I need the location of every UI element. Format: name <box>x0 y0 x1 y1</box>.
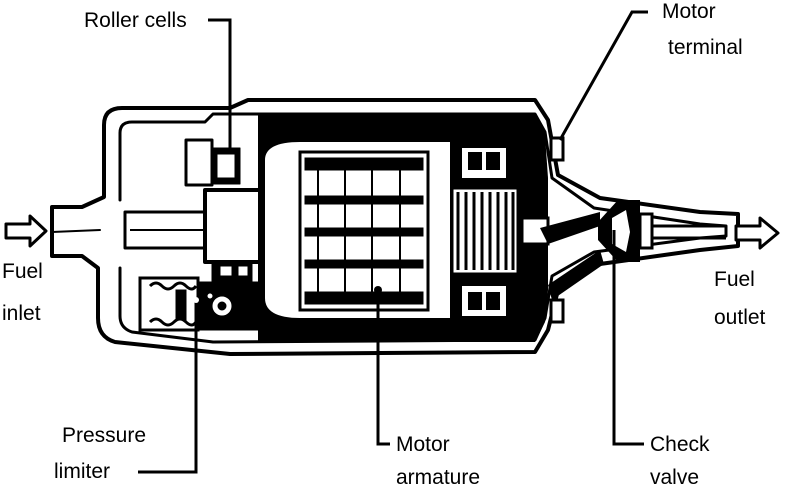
label-motor-terminal-1: Motor <box>662 0 716 23</box>
label-motor-armature-1: Motor <box>396 433 450 456</box>
label-fuel-inlet-1: Fuel <box>2 260 43 283</box>
leader-check-valve <box>612 230 644 446</box>
outlet-channel <box>540 212 604 300</box>
leader-pressure-limiter <box>138 300 198 474</box>
label-pressure-limiter-1: Pressure <box>62 424 146 447</box>
brush-top <box>462 148 506 178</box>
leader-motor-terminal <box>558 10 648 141</box>
check-valve <box>598 200 726 262</box>
motor-terminal <box>549 136 565 162</box>
brush-bottom <box>462 286 506 316</box>
label-roller-cells: Roller cells <box>84 9 187 32</box>
leader-motor-armature <box>376 290 390 446</box>
fuel-outlet-arrow <box>734 216 780 250</box>
housing-stud <box>549 298 565 324</box>
pressure-limiter <box>138 276 259 332</box>
label-check-valve-2: valve <box>650 466 699 488</box>
labels: Roller cells Motor terminal Fuel inlet F… <box>2 0 766 488</box>
label-fuel-outlet-2: outlet <box>714 306 766 329</box>
leader-roller-cells <box>208 18 232 150</box>
label-fuel-outlet-1: Fuel <box>714 268 755 291</box>
motor-armature <box>298 150 430 312</box>
label-check-valve-1: Check <box>650 433 710 456</box>
label-fuel-inlet-2: inlet <box>2 302 41 325</box>
label-pressure-limiter-2: limiter <box>54 460 110 483</box>
label-motor-armature-2: armature <box>396 466 480 488</box>
fuel-inlet-arrow <box>4 214 48 248</box>
label-motor-terminal-2: terminal <box>668 36 743 59</box>
commutator <box>450 186 550 276</box>
leader-lines <box>138 10 648 474</box>
roller-cell-pump <box>123 138 264 283</box>
